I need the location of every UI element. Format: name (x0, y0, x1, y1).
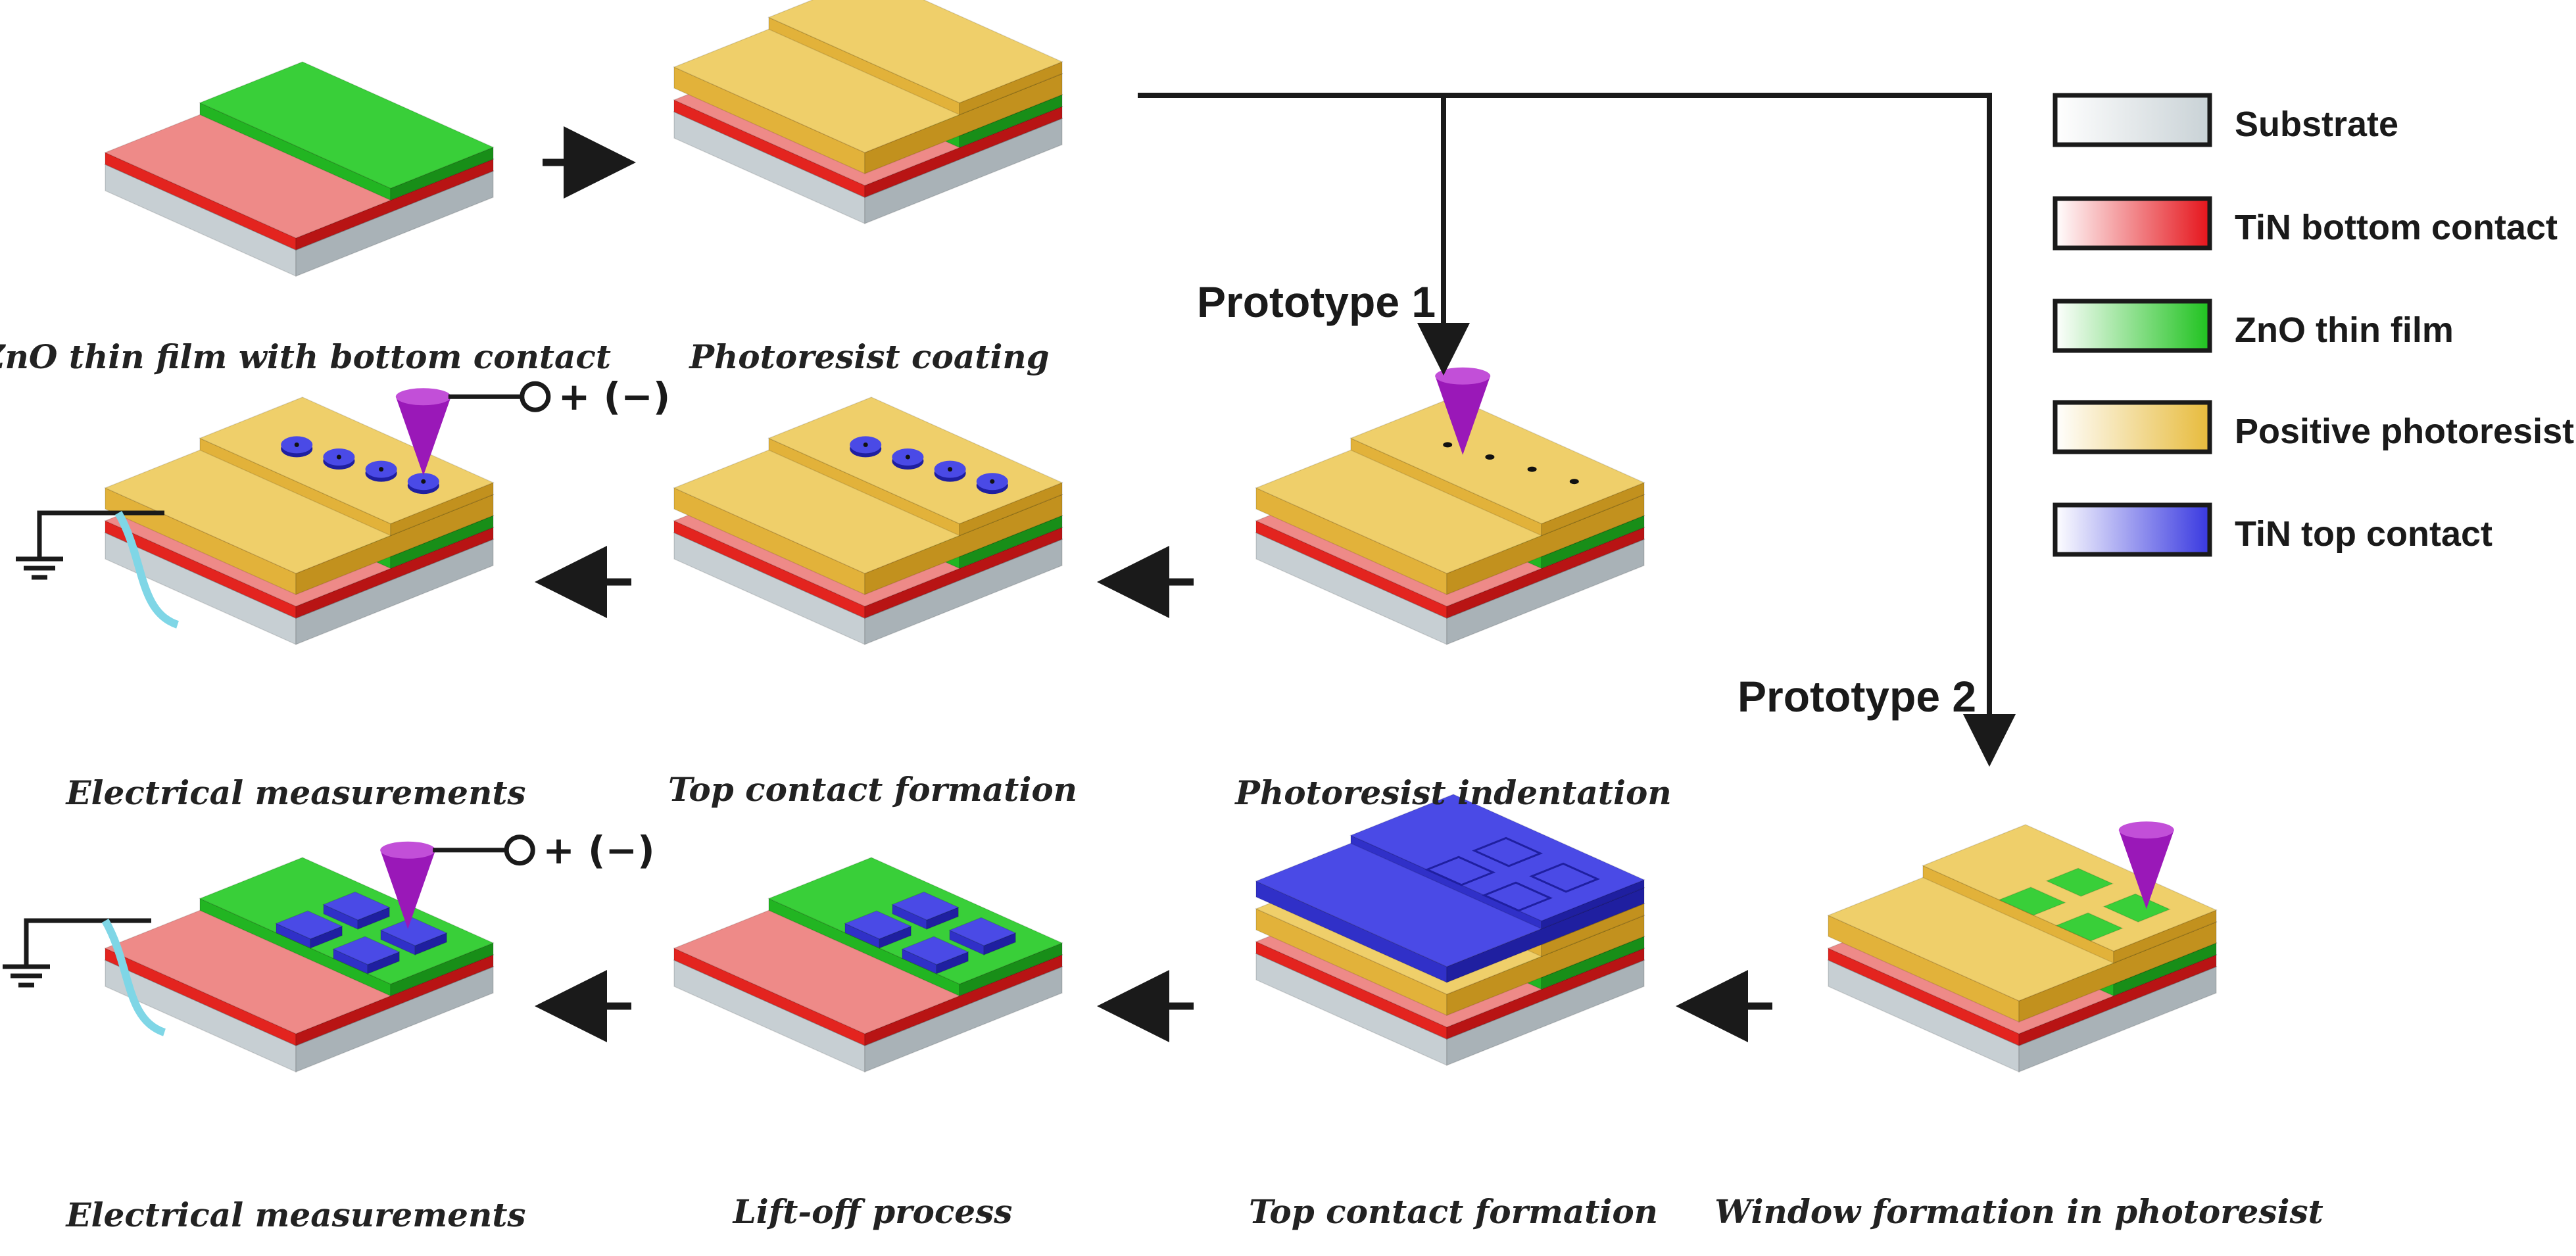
probe-terminal (520, 381, 551, 412)
afm-tip-cap (1435, 367, 1491, 385)
indent-hole-1 (1443, 442, 1453, 448)
ground-probe-wire (101, 919, 166, 1036)
top-contact-disk-2-hole (336, 454, 341, 460)
ground-symbol (3, 918, 151, 988)
stack-photoresist-indentation (1255, 367, 1645, 646)
indent-hole-2 (1485, 454, 1495, 460)
stack-zno-with-bottom-contact (104, 61, 495, 278)
polarity-label: + (−) (543, 828, 654, 873)
stack-electrical-measurements-1: + (−) (16, 374, 670, 646)
afm-tip-cap (2118, 821, 2174, 839)
legend-label-photoresist: Positive photoresist (2235, 412, 2574, 451)
ground-symbol (16, 510, 164, 580)
afm-tip (395, 397, 451, 476)
stack-electrical-measurements-2: + (−) (3, 828, 655, 1073)
caption-step4: Top contact formation (668, 770, 1077, 809)
top-contact-pad-3-top (844, 910, 913, 940)
stack-lift-off (673, 857, 1063, 1073)
stack-top-contact-formation-1 (673, 397, 1063, 646)
caption-step5: Electrical measurements (64, 773, 525, 812)
caption-step3: Photoresist indentation (1234, 773, 1671, 812)
polarity-label: + (−) (558, 374, 670, 419)
top-contact-disk-4-hole (990, 479, 995, 484)
caption-step8: Lift-off process (732, 1192, 1013, 1231)
photoresist-high-top (767, 0, 1063, 104)
top-contact-pad-3-top (275, 910, 344, 940)
top-contact-pad-4-top (901, 936, 970, 965)
window-outline-4 (1482, 881, 1553, 912)
zno-film-top (199, 61, 495, 189)
top-contact-pad-2-top (948, 917, 1017, 946)
legend-label-tin-bottom: TiN bottom contact (2235, 208, 2558, 247)
ground-probe-wire (114, 511, 180, 629)
stack-photoresist-coating (673, 0, 1063, 225)
prototype-2-label: Prototype 2 (1738, 672, 1976, 721)
legend-label-zno: ZnO thin film (2235, 310, 2454, 350)
afm-tip (1435, 375, 1491, 455)
legend-swatch-tin-top (2053, 502, 2212, 557)
window-3 (1998, 886, 2067, 916)
top-contact-disk-1-hole (294, 442, 299, 447)
afm-tip (380, 850, 436, 929)
afm-tip-cap (380, 841, 436, 859)
photoresist-high-top (1349, 397, 1645, 525)
top-contact-disk-3-hole (379, 467, 384, 472)
caption-step1: ZnO thin film with bottom contact (0, 337, 611, 376)
indent-hole-3 (1527, 466, 1537, 472)
prototype-1-label: Prototype 1 (1197, 278, 1436, 326)
top-contact-disk-4-hole (421, 479, 426, 484)
caption-step2: Photoresist coating (688, 337, 1049, 376)
top-contact-pad-1-top (891, 891, 960, 921)
top-contact-pad-4-top (332, 936, 401, 965)
top-contact-disk-1-hole (863, 442, 868, 447)
branch-connector (1138, 93, 2016, 767)
top-contact-pad-2-top (379, 917, 449, 946)
window-outline-2 (1529, 862, 1601, 893)
stack-top-contact-formation-2 (1255, 794, 1645, 1067)
legend-swatch-tin-bottom (2053, 196, 2212, 251)
top-contact-disk-2-hole (905, 454, 910, 460)
probe-terminal (504, 834, 535, 866)
legend-label-substrate: Substrate (2235, 105, 2398, 144)
window-2 (2102, 893, 2172, 923)
top-contact-pad-1-top (322, 891, 391, 921)
legend-swatch-substrate (2053, 93, 2212, 147)
top-contact-disk-3-hole (948, 467, 953, 472)
legend-swatch-zno (2053, 299, 2212, 353)
stack-window-formation (1827, 821, 2218, 1073)
window-1 (2045, 867, 2114, 897)
afm-tip (2118, 830, 2174, 909)
window-outline-3 (1424, 856, 1496, 886)
window-outline-1 (1472, 836, 1543, 867)
caption-step7: Top contact formation (1249, 1192, 1658, 1231)
caption-step6: Window formation in photoresist (1714, 1192, 2323, 1231)
legend-swatch-photoresist (2053, 400, 2212, 454)
legend-label-tin-top: TiN top contact (2235, 514, 2492, 554)
window-4 (2055, 912, 2124, 942)
caption-step9: Electrical measurements (64, 1196, 525, 1234)
indent-hole-4 (1569, 479, 1579, 485)
afm-tip-cap (395, 388, 451, 406)
legend: Substrate TiN bottom contact ZnO thin fi… (2053, 93, 2574, 557)
